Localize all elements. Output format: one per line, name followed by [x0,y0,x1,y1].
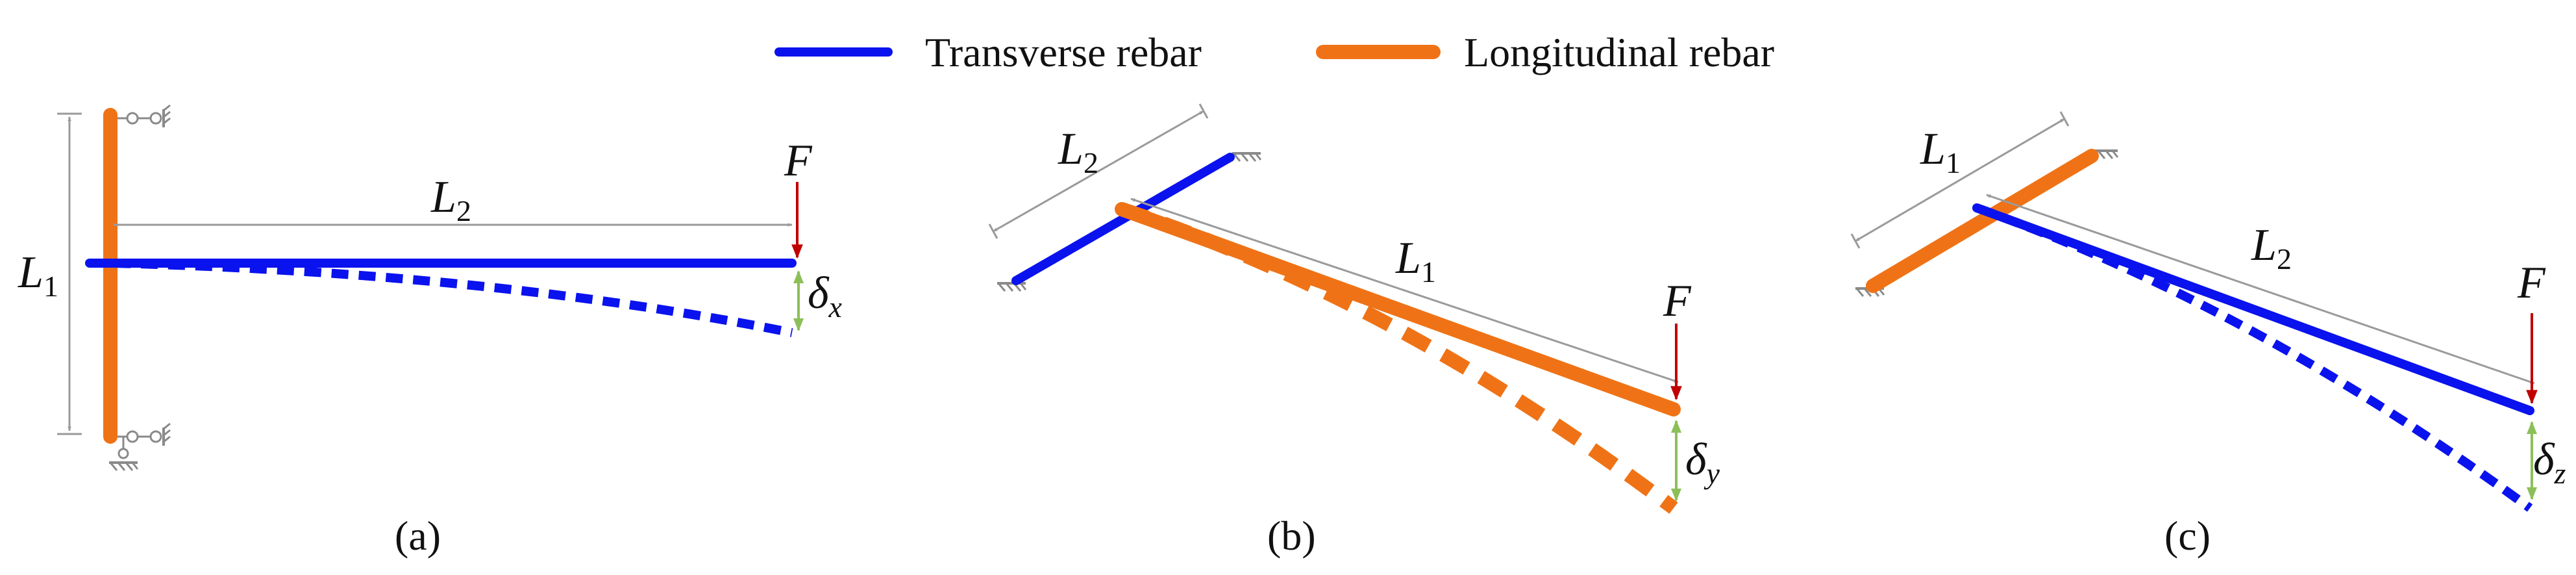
panel-a: L1 L2 F δx (a) [18,104,843,559]
panel-b-caption: (b) [1267,513,1316,559]
deflected-transverse-rebar [113,259,793,337]
deflected-longitudinal-rebar [1119,202,1678,514]
panel-c: L1 L2 F δz (c) [1850,111,2566,559]
long-dimension [1130,198,1679,383]
short-dimension [1850,111,2070,249]
span-label: L2 [430,172,471,227]
short-label: L2 [1058,124,1098,179]
height-label: L1 [18,248,58,303]
force-label: F [784,136,813,186]
legend-item-longitudinal: Longitudinal rebar [1316,29,1774,75]
deflection-label: δx [808,268,843,324]
fixed-support-upper [1231,152,1262,162]
long-label: L1 [1395,233,1436,288]
long-dimension [1986,194,2535,385]
long-label: L2 [2251,220,2292,275]
panel-a-caption: (a) [395,513,441,559]
top-pin-support [110,104,171,127]
short-label: L1 [1920,124,1961,179]
deflection-label: δy [1685,435,1720,490]
panel-b: L2 L1 F δy (b) [988,103,1720,559]
fixed-support-lower [996,282,1027,292]
force-label: F [2517,258,2546,308]
legend-item-transverse: Transverse rebar [774,29,1202,75]
panel-c-caption: (c) [2164,513,2211,559]
force-label: F [1663,276,1692,326]
transverse-rebar [1011,153,1235,285]
longitudinal-legend-label: Longitudinal rebar [1464,29,1774,75]
deflection-label: δz [2533,435,2566,490]
legend: Transverse rebar Longitudinal rebar [774,29,1774,75]
height-dimension [57,112,82,435]
bottom-pin-support [108,422,171,472]
transverse-legend-label: Transverse rebar [925,29,1202,75]
longitudinal-rebar [1866,149,2099,293]
short-dimension [988,103,1209,239]
